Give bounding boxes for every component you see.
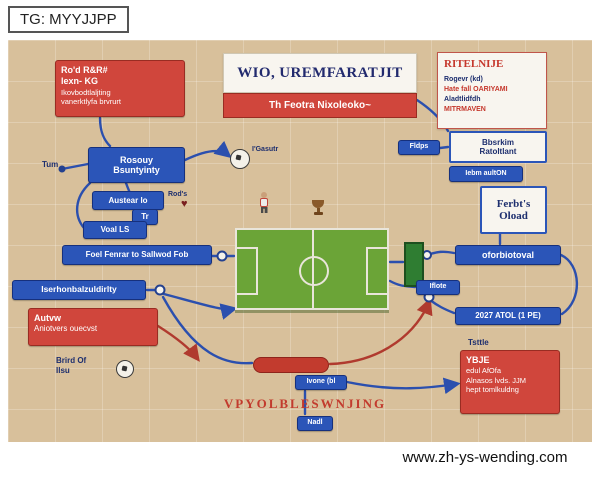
iebm-label: Iebm aultON bbox=[465, 169, 507, 177]
ferbts-box: Ferbt's Oload bbox=[480, 186, 547, 234]
subtitle-banner: Th Feotra Nixoleoko~ bbox=[223, 93, 417, 118]
right-red-line: hept tomlkuldng bbox=[466, 385, 519, 394]
legend-line: Hate fall OARIYAMI bbox=[444, 86, 508, 94]
nadl-label: Nadl bbox=[307, 419, 323, 427]
atol-box: 2027 ATOL (1 PE) bbox=[455, 307, 561, 325]
page-subtitle: Th Feotra Nixoleoko~ bbox=[269, 100, 371, 111]
red-box-line: Ikovbodtlaljting bbox=[61, 87, 111, 97]
bbsrkim-line2: Ratoltlant bbox=[479, 147, 517, 156]
red-box-line: lexn- KG bbox=[61, 76, 99, 87]
gasutr-label: I'Gasutr bbox=[252, 146, 279, 153]
fldps-label: Fldps bbox=[409, 143, 429, 151]
voal-label: Voal LS bbox=[100, 225, 130, 235]
legend-line: Aladtlidfdh bbox=[444, 96, 481, 104]
pitch-penalty-area-right bbox=[366, 247, 388, 295]
ivone-label: Ivone (bl bbox=[306, 378, 336, 386]
rodts-label: Rod's bbox=[168, 191, 188, 198]
telegram-watermark: TG: MYYJJPP bbox=[8, 6, 129, 33]
red-box-line: vanerktlyfa brvrurt bbox=[61, 96, 122, 106]
football-pitch bbox=[235, 228, 389, 310]
legend-line: MITRMAVEN bbox=[444, 106, 486, 114]
tum-label: Tum bbox=[42, 160, 59, 169]
website-watermark: www.zh-ys-wending.com bbox=[370, 442, 600, 472]
red-pill bbox=[253, 357, 329, 373]
legend-box: RITELNIJE Rogevr (kd) Hate fall OARIYAMI… bbox=[437, 52, 547, 129]
bbsrkim-box: Bbsrkim Ratoltlant bbox=[449, 131, 547, 163]
bbsrkim-line1: Bbsrkim bbox=[481, 138, 514, 147]
iserhon-label: Iserhonbalzuldirlty bbox=[41, 284, 117, 295]
austear-label: Austear lo bbox=[108, 195, 148, 205]
fldps-box: Fldps bbox=[398, 140, 440, 155]
iserhon-box: Iserhonbalzuldirlty bbox=[12, 280, 146, 300]
brird-line1: Brird Of bbox=[56, 356, 87, 365]
player-figure bbox=[258, 192, 270, 213]
top-left-red-box: Ro'd R&R# lexn- KG Ikovbodtlaljting vane… bbox=[55, 60, 185, 117]
right-red-line: Alnasos lvds. JJM bbox=[466, 375, 527, 385]
left-red-line2: Aniotvers ouecvst bbox=[34, 324, 98, 334]
foel-box: Foel Fenrar to Sallwod Fob bbox=[62, 245, 212, 265]
rosouy-line1: Rosouy bbox=[119, 154, 153, 165]
iflote-label: Iflote bbox=[429, 283, 447, 291]
tsttle-label: Tsttle bbox=[468, 338, 489, 347]
voal-box: Voal LS bbox=[83, 221, 147, 239]
iebm-box: Iebm aultON bbox=[449, 166, 523, 182]
atol-label: 2027 ATOL (1 PE) bbox=[475, 311, 541, 321]
foel-label: Foel Fenrar to Sallwod Fob bbox=[85, 250, 189, 260]
heart-icon: ♥ bbox=[181, 198, 188, 210]
right-red-line: YBJE bbox=[466, 355, 490, 365]
soccer-ball-icon bbox=[230, 149, 250, 169]
right-red-box: YBJE edul AfOfa Alnasos lvds. JJM hept t… bbox=[460, 350, 560, 414]
left-red-box: Autvw Aniotvers ouecvst bbox=[28, 308, 158, 346]
austear-box: Austear lo bbox=[92, 191, 164, 210]
tr-label: Tr bbox=[141, 212, 149, 222]
page-title: WIO, UREMFARATJIT bbox=[237, 64, 403, 81]
brird-line2: Ilsu bbox=[56, 365, 70, 375]
rosouy-line2: Bsuntyinty bbox=[113, 165, 160, 175]
ivone-box: Ivone (bl bbox=[295, 375, 347, 390]
ferbts-line1: Ferbt's bbox=[496, 198, 531, 210]
pitch-penalty-area-left bbox=[236, 247, 258, 295]
soccer-ball-icon bbox=[116, 360, 134, 378]
oforbio-box: oforbiotoval bbox=[455, 245, 561, 265]
iflote-box: Iflote bbox=[416, 280, 460, 295]
red-box-line: Ro'd R&R# bbox=[61, 65, 108, 75]
legend-title: RITELNIJE bbox=[444, 58, 504, 70]
rosouy-box: Rosouy Bsuntyinty bbox=[88, 147, 185, 183]
bottom-red-caption: VPYOLBLESWNJING bbox=[223, 396, 387, 411]
ferbts-line2: Oload bbox=[499, 210, 528, 222]
pitch-centre-circle bbox=[299, 256, 329, 286]
trophy-icon bbox=[312, 200, 324, 215]
left-red-line1: Autvw bbox=[34, 313, 61, 323]
right-red-line: edul AfOfa bbox=[466, 366, 502, 376]
title-banner: WIO, UREMFARATJIT bbox=[223, 53, 417, 93]
nadl-box: Nadl bbox=[297, 416, 333, 431]
brird-label: Brird Of Ilsu bbox=[56, 356, 86, 375]
legend-line: Rogevr (kd) bbox=[444, 75, 483, 83]
oforbio-label: oforbiotoval bbox=[482, 249, 534, 260]
